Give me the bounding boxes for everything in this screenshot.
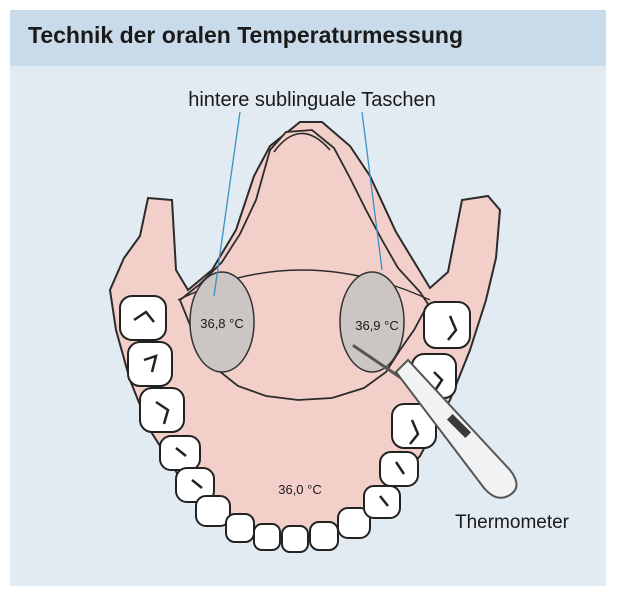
temp-front-label: 36,0 °C <box>278 482 322 497</box>
thermometer-label: Thermometer <box>455 512 570 533</box>
pockets-label: hintere sublinguale Taschen <box>188 89 436 111</box>
incisor-right-2 <box>310 522 338 550</box>
molar-left-3 <box>140 388 184 432</box>
molar-left-1 <box>120 296 166 340</box>
canine-left <box>196 496 230 526</box>
temp-left-label: 36,8 °C <box>200 316 244 331</box>
incisor-right-1 <box>282 526 308 552</box>
molar-left-2 <box>128 342 172 386</box>
premolar-right-1 <box>364 486 400 518</box>
premolar-right-2 <box>380 452 418 486</box>
molar-right-3 <box>424 302 470 348</box>
incisor-left-1 <box>226 514 254 542</box>
incisor-left-2 <box>254 524 280 550</box>
premolar-left-1 <box>160 436 200 470</box>
temp-right-label: 36,9 °C <box>355 318 399 333</box>
